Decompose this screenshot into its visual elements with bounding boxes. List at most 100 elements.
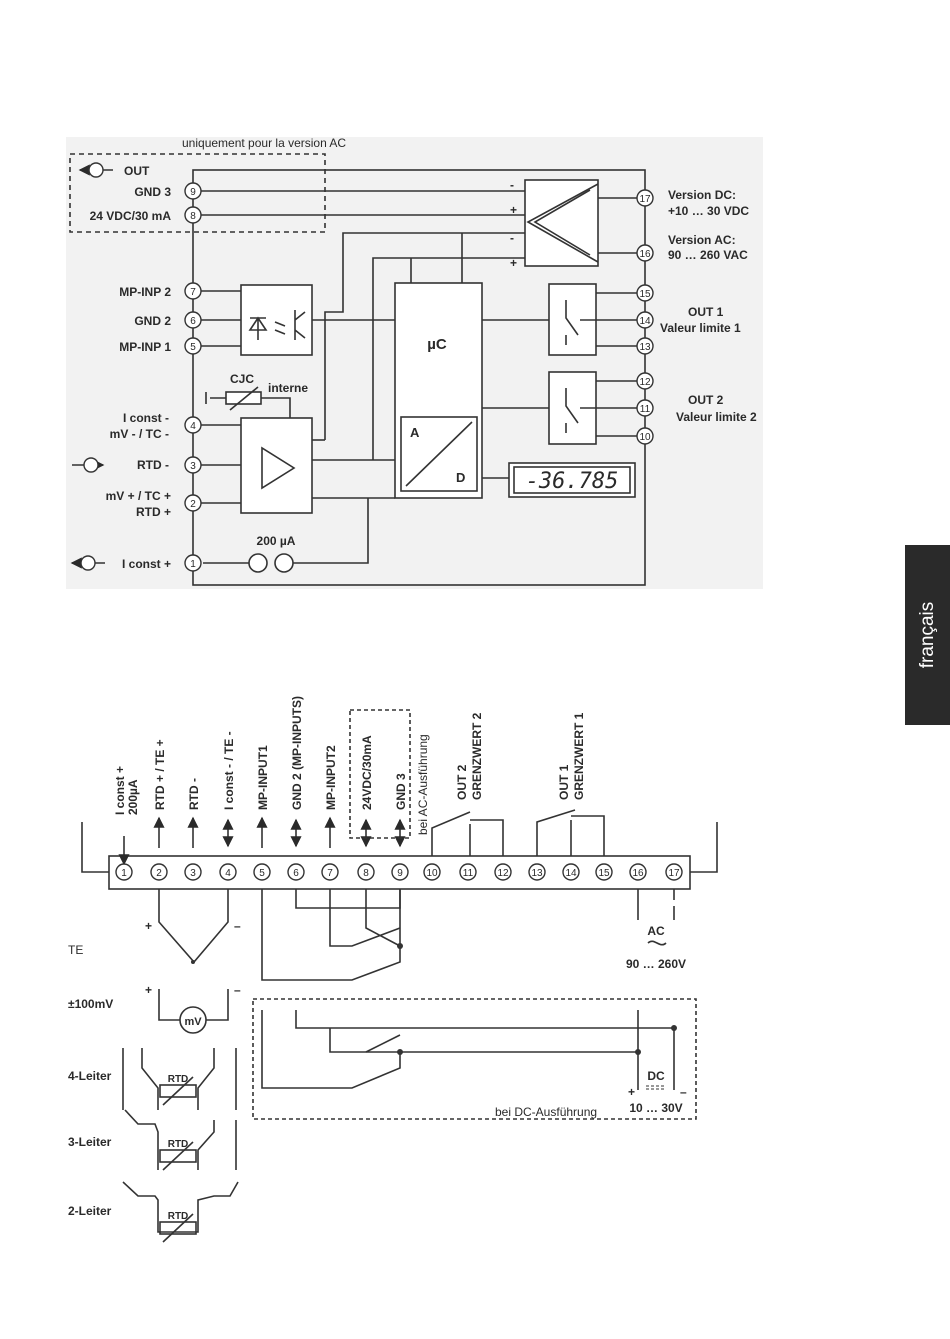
terminal-13: 13	[639, 342, 651, 353]
optocoupler-block	[240, 284, 313, 356]
adc-d-label: D	[456, 470, 465, 485]
strip-terminal-8: 8	[363, 868, 369, 879]
terminal-11: 11	[640, 404, 651, 415]
strip-terminal-16: 16	[632, 868, 644, 879]
label-supply-24vdc: 24 VDC/30 mA	[90, 209, 172, 223]
label-out1: OUT 1	[688, 305, 724, 319]
te-plus-sign: +	[145, 919, 152, 933]
terminal-15: 15	[639, 289, 651, 300]
label-out2-desc: Valeur limite 2	[676, 410, 757, 424]
dc-supply-range: 10 … 30V	[629, 1101, 682, 1115]
ac-supply-label: AC	[647, 924, 665, 938]
header-24vdc: 24VDC/30mA	[360, 735, 374, 810]
label-out: OUT	[124, 164, 150, 178]
header-gw2: GRENZWERT 2	[470, 712, 484, 800]
strip-terminal-3: 3	[190, 868, 196, 879]
terminal-8: 8	[190, 211, 196, 222]
label-version-ac: Version AC:	[668, 233, 736, 247]
label-out2: OUT 2	[688, 393, 724, 407]
terminal-1: 1	[190, 559, 196, 570]
mv-plus-sign: +	[145, 983, 152, 997]
header-mp-input1: MP-INPUT1	[256, 745, 270, 810]
terminal-17: 17	[639, 194, 651, 205]
label-ac-range: 90 … 260 VAC	[668, 248, 748, 262]
sensor-100mv-label: ±100mV	[68, 997, 113, 1011]
terminal-10: 10	[639, 432, 651, 443]
rtd-label-2: RTD	[168, 1211, 189, 1222]
display-block	[508, 462, 636, 498]
te-minus-sign: –	[234, 919, 241, 933]
terminal-7: 7	[190, 287, 196, 298]
terminal-4: 4	[190, 421, 196, 432]
strip-terminal-1: 1	[121, 868, 127, 879]
junction-dots	[191, 943, 677, 1055]
adc-a-label: A	[410, 425, 420, 440]
header-rtd-minus: RTD -	[187, 778, 201, 810]
sensor-te-label: TE	[68, 943, 83, 957]
label-version-dc: Version DC:	[668, 188, 736, 202]
label-mp-inp2: MP-INP 2	[119, 285, 171, 299]
ac-supply-range: 90 … 260V	[626, 957, 686, 971]
header-rtd-te-plus: RTD + / TE +	[153, 739, 167, 810]
strip-terminal-6: 6	[293, 868, 299, 879]
label-dc-range: +10 … 30 VDC	[668, 204, 749, 218]
strip-terminal-2: 2	[156, 868, 162, 879]
label-gnd3: GND 3	[134, 185, 171, 199]
language-tab-label: français	[916, 601, 938, 669]
label-mv-tc-plus: mV + / TC +	[106, 489, 171, 503]
rtd-label-3: RTD	[168, 1139, 189, 1150]
label-rtd-minus: RTD -	[137, 458, 169, 472]
strip-terminal-5: 5	[259, 868, 265, 879]
sign-minus-1: -	[510, 178, 514, 192]
strip-terminal-12: 12	[497, 868, 509, 879]
label-current-source: 200 µA	[257, 534, 296, 548]
mv-minus-sign: –	[234, 983, 241, 997]
sign-minus-2: -	[510, 231, 514, 245]
strip-terminal-15: 15	[598, 868, 610, 879]
strip-terminal-10: 10	[426, 868, 438, 879]
header-iconst-plus: I const +	[113, 766, 127, 815]
strip-terminal-17: 17	[668, 868, 680, 879]
sign-plus-2: +	[510, 256, 517, 270]
strip-terminal-9: 9	[397, 868, 403, 879]
sensor-4leiter-label: 4-Leiter	[68, 1069, 112, 1083]
amplifier-block	[240, 417, 313, 514]
header-out2: OUT 2	[455, 764, 469, 800]
terminal-14: 14	[639, 316, 651, 327]
strip-terminal-11: 11	[463, 868, 474, 879]
label-cjc: CJC	[230, 372, 254, 386]
terminal-circles-bottom	[115, 863, 683, 881]
strip-terminal-4: 4	[225, 868, 231, 879]
dc-note: bei DC-Ausführung	[495, 1105, 597, 1119]
block-diagram	[66, 137, 763, 589]
strip-terminal-7: 7	[327, 868, 333, 879]
terminal-5: 5	[190, 342, 196, 353]
sensor-3leiter-label: 3-Leiter	[68, 1135, 112, 1149]
current-source	[248, 553, 268, 573]
terminal-circles-top	[80, 162, 654, 572]
sign-plus-1: +	[510, 203, 517, 217]
language-tab: français	[905, 545, 950, 725]
label-gnd2: GND 2	[134, 314, 171, 328]
terminal-12: 12	[639, 377, 651, 388]
label-rtd-plus: RTD +	[136, 505, 171, 519]
sensor-2leiter-label: 2-Leiter	[68, 1204, 112, 1218]
terminal-9: 9	[190, 187, 196, 198]
terminal-2: 2	[190, 499, 196, 510]
uc-label: µC	[427, 336, 447, 353]
strip-terminal-14: 14	[565, 868, 577, 879]
header-gw1: GRENZWERT 1	[572, 712, 586, 800]
rtd-label-4: RTD	[168, 1074, 189, 1085]
header-200ua: 200µA	[126, 779, 140, 815]
label-mp-inp1: MP-INP 1	[119, 340, 171, 354]
header-ac-note: bei AC-Ausführung	[416, 734, 430, 835]
header-iconst-te-minus: I const - / TE -	[222, 731, 236, 810]
ac-only-box	[69, 153, 326, 233]
header-gnd2: GND 2 (MP-INPUTS)	[290, 696, 304, 810]
dc-supply-label: DC	[647, 1069, 665, 1083]
header-mp-input2: MP-INPUT2	[324, 745, 338, 810]
header-out1: OUT 1	[557, 764, 571, 800]
terminal-6: 6	[190, 316, 196, 327]
dc-minus-sign: –	[680, 1085, 687, 1099]
